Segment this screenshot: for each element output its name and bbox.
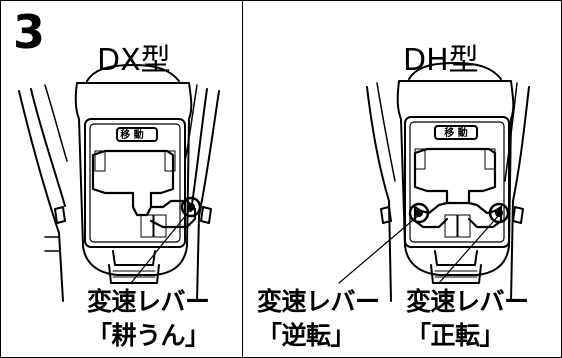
callout-lever-label-reverse: 変速レバー — [257, 287, 380, 316]
handle-drawing-dh: 移 動 — [338, 62, 530, 302]
handle-outline-left — [18, 90, 64, 302]
leader-line-tillage — [130, 208, 192, 284]
plate-label-dx: 移 動 — [120, 128, 143, 141]
callout-lever-label-normal: 変速レバー — [406, 287, 529, 316]
panel-dh: DH型 — [243, 1, 561, 357]
leader-line-normal — [438, 214, 500, 284]
callout-lever-label: 変速レバー — [87, 287, 210, 316]
shift-lever-knob-normal — [488, 202, 510, 224]
callout-lever-position-normal: 「正転」 — [406, 321, 505, 350]
model-label-dx: DX型 — [97, 43, 171, 78]
panel-dx: 3 DX型 — [1, 1, 242, 357]
plate-label-dh: 移 動 — [444, 126, 467, 139]
handle-outline-right — [510, 86, 530, 302]
shift-lever-knob — [180, 196, 202, 218]
step-number: 3 — [13, 5, 46, 59]
handle-drawing-dx: 移 動 — [18, 64, 220, 302]
callout-lever-position-reverse: 「逆転」 — [257, 321, 356, 350]
callout-lever-position-tillage: 「耕うん」 — [87, 321, 210, 350]
handle-outline-right — [196, 90, 220, 302]
panel-divider — [242, 1, 243, 357]
leader-line-reverse — [338, 214, 420, 284]
handle-outline-left — [366, 86, 392, 302]
shift-lever-knob-reverse — [408, 202, 430, 224]
